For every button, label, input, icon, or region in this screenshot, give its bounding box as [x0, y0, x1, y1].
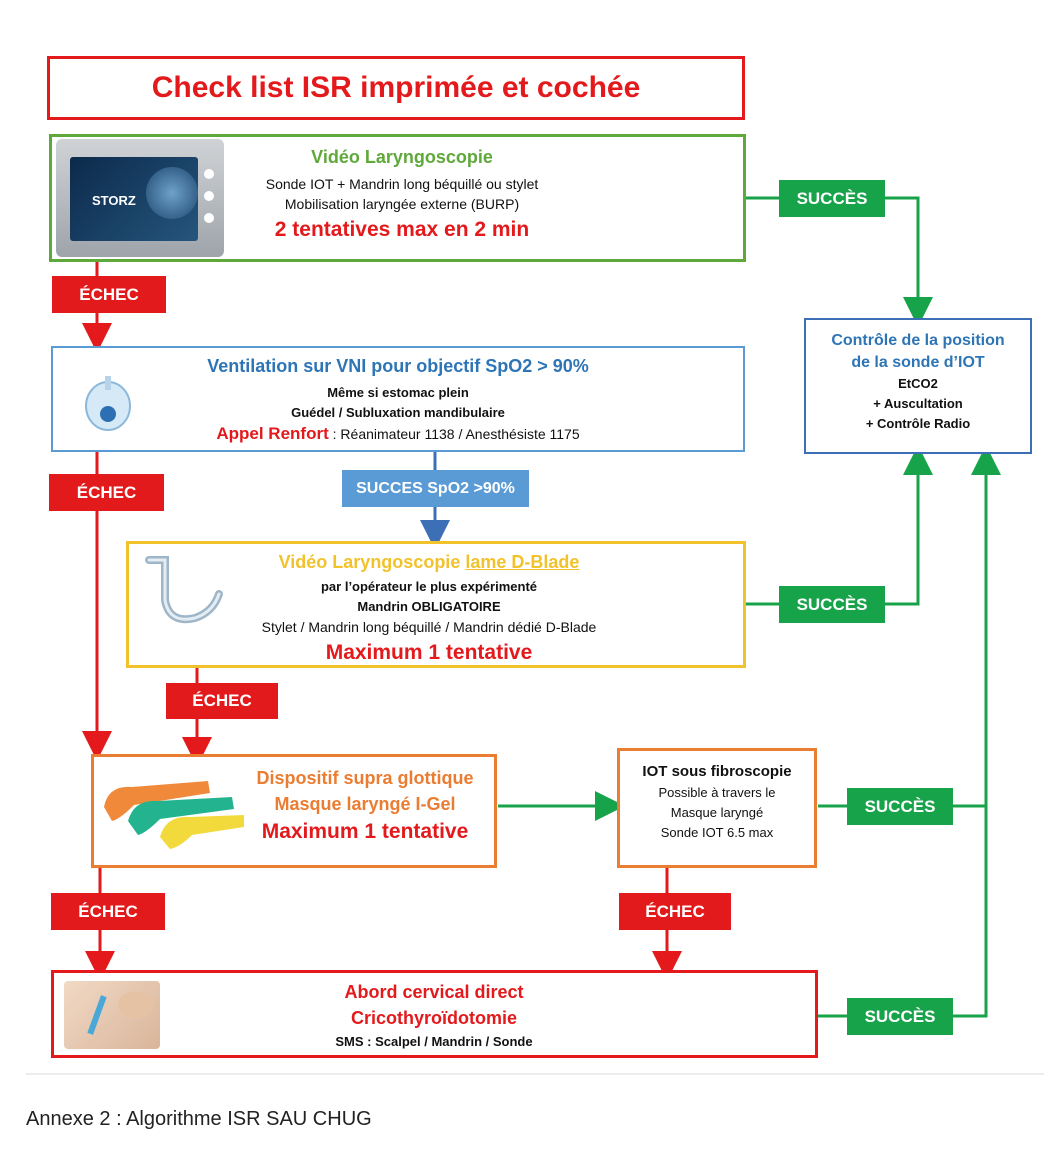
step1-line1: Sonde IOT + Mandrin long béquillé ou sty… — [265, 176, 539, 192]
step3-heading-plain: Vidéo Laryngoscopie — [278, 552, 466, 572]
igel-devices-icon — [104, 781, 244, 849]
oxygen-mask-image — [77, 370, 139, 432]
step5-heading1: Abord cervical direct — [344, 982, 524, 1002]
step4-heading1: Dispositif supra glottique — [256, 768, 474, 788]
echec-tag-2: ÉCHEC — [49, 474, 164, 511]
title-box: Check list ISR imprimée et cochée — [47, 56, 745, 120]
fibro-line2: Masque laryngé — [670, 805, 764, 820]
appel-renfort-label: Appel Renfort — [216, 424, 329, 443]
step3-heading-underlined: lame D-Blade — [465, 552, 580, 572]
succes-line-2 — [746, 445, 933, 606]
laryngoscope-blade-icon — [145, 556, 223, 624]
succes-line-3 — [818, 445, 1001, 808]
step-dblade: Vidéo Laryngoscopie lame D-Blade par l’o… — [126, 541, 746, 668]
control-line1: EtCO2 — [898, 376, 938, 391]
control-heading2: de la sonde d’IOT — [851, 354, 985, 371]
video-laryngoscope-image: STORZ — [56, 139, 224, 257]
control-position-box: Contrôle de la position de la sonde d’IO… — [804, 318, 1032, 454]
step-fibroscopy: IOT sous fibroscopie Possible à travers … — [617, 748, 817, 868]
step1-emphasis: 2 tentatives max en 2 min — [274, 218, 530, 241]
control-line3: + Contrôle Radio — [865, 416, 971, 431]
step5-line1: SMS : Scalpel / Mandrin / Sonde — [335, 1034, 533, 1049]
appel-renfort-text: : Réanimateur 1138 / Anesthésiste 1175 — [328, 426, 580, 442]
succes-tag-1: SUCCÈS — [779, 180, 885, 217]
succes-tag-2: SUCCÈS — [779, 586, 885, 623]
succes-spo2-tag: SUCCES SpO2 >90% — [342, 470, 529, 507]
echec-tag-3: ÉCHEC — [166, 683, 278, 719]
step2-line2: Guédel / Subluxation mandibulaire — [291, 405, 505, 420]
echec-tag-4: ÉCHEC — [51, 893, 165, 930]
step4-emphasis: Maximum 1 tentative — [261, 820, 469, 843]
cricothyroidotomy-image — [64, 981, 160, 1049]
figure-caption: Annexe 2 : Algorithme ISR SAU CHUG — [26, 1108, 372, 1130]
step2-line1: Même si estomac plein — [327, 385, 469, 400]
step-video-laryngoscopy: STORZ Vidéo Laryngoscopie Sonde IOT + Ma… — [49, 134, 746, 262]
echec-tag-1: ÉCHEC — [52, 276, 166, 313]
control-heading1: Contrôle de la position — [831, 332, 1005, 349]
page-title: Check list ISR imprimée et cochée — [151, 71, 641, 104]
succes-tag-4: SUCCÈS — [847, 998, 953, 1035]
step3-line1: par l’opérateur le plus expérimenté — [320, 579, 538, 594]
succes-line-4 — [818, 806, 988, 1018]
step-supraglottic: Dispositif supra glottique Masque laryng… — [91, 754, 497, 868]
step-cervical-access: Abord cervical direct Cricothyroïdotomie… — [51, 970, 818, 1058]
fibro-line3: Sonde IOT 6.5 max — [660, 825, 774, 840]
step3-line3: Stylet / Mandrin long béquillé / Mandrin… — [261, 619, 597, 635]
fibro-line1: Possible à travers le — [658, 785, 776, 800]
step3-emphasis: Maximum 1 tentative — [325, 641, 533, 664]
step1-heading: Vidéo Laryngoscopie — [311, 147, 493, 167]
step2-heading: Ventilation sur VNI pour objectif SpO2 >… — [207, 356, 589, 376]
control-line2: + Auscultation — [873, 396, 963, 411]
step3-heading: Vidéo Laryngoscopie lame D-Blade — [229, 552, 629, 573]
device-brand: STORZ — [92, 193, 136, 208]
step5-heading2: Cricothyroïdotomie — [350, 1008, 517, 1028]
igel-image — [98, 771, 248, 851]
step2-appel: Appel Renfort : Réanimateur 1138 / Anest… — [163, 423, 633, 445]
dblade-image — [139, 554, 229, 634]
step3-line2: Mandrin OBLIGATOIRE — [357, 599, 501, 614]
succes-tag-3: SUCCÈS — [847, 788, 953, 825]
step-ventilation-vni: Ventilation sur VNI pour objectif SpO2 >… — [51, 346, 745, 452]
mask-icon — [85, 376, 131, 431]
step4-heading2: Masque laryngé I-Gel — [274, 794, 456, 814]
echec-tag-5: ÉCHEC — [619, 893, 731, 930]
fibro-heading: IOT sous fibroscopie — [642, 763, 792, 780]
step1-line2: Mobilisation laryngée externe (BURP) — [284, 196, 520, 212]
